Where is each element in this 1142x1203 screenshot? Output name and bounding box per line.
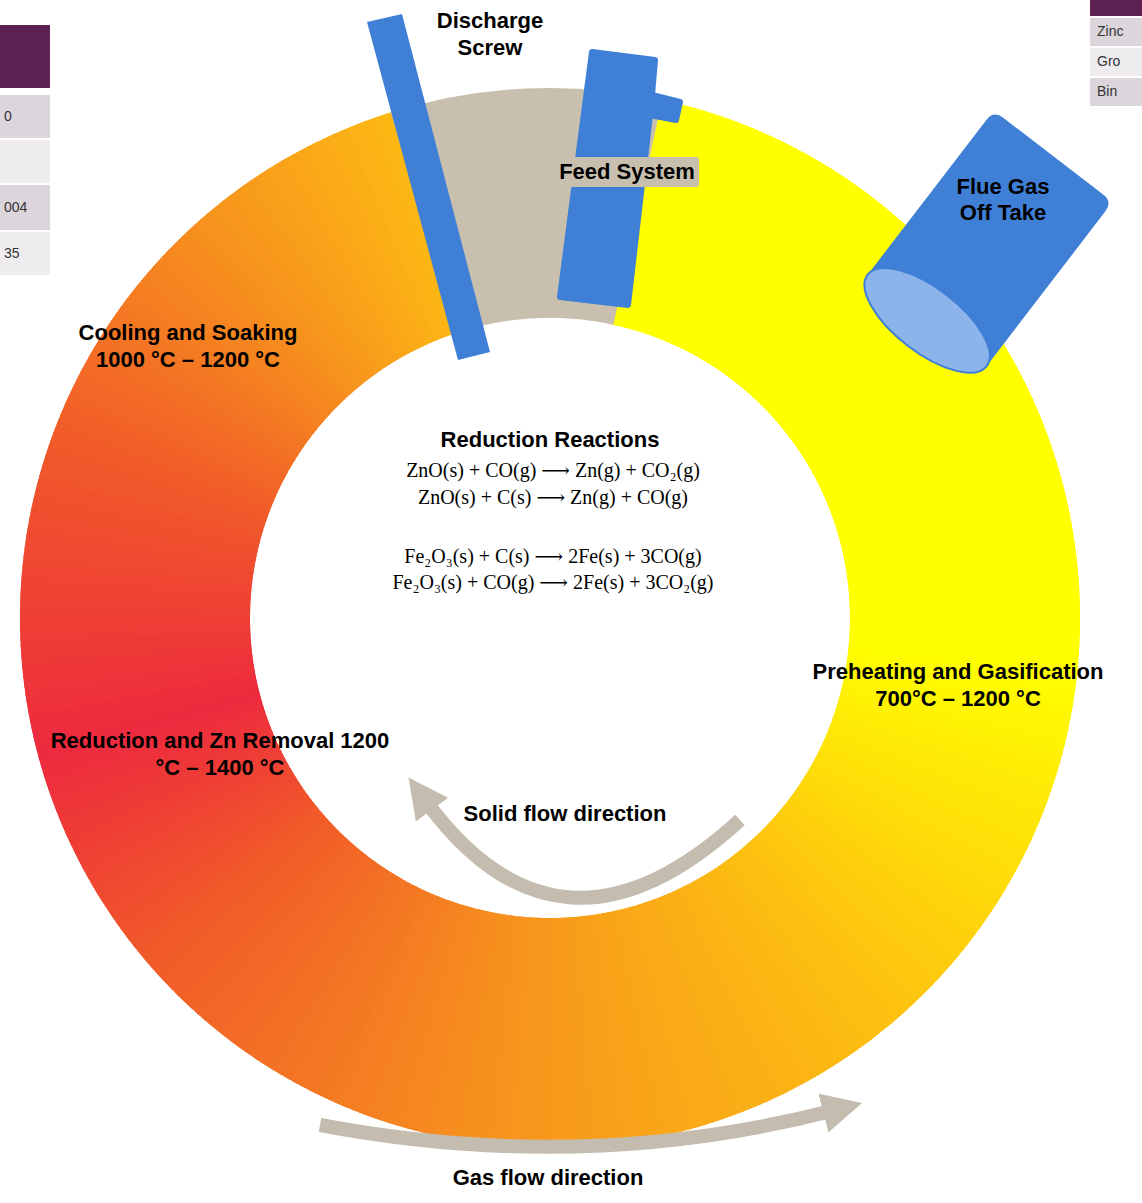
table-cell-text: Zinc — [1097, 23, 1139, 41]
zone-label: Reduction and Zn Removal 1200 °C – 1400 … — [40, 727, 400, 782]
flow-label: Solid flow direction — [440, 800, 690, 828]
reaction-equation: ZnO(s) + C(s) ⟶ Zn(g) + CO(g) — [343, 485, 763, 510]
solid-flow-arrow — [425, 800, 740, 898]
reaction-equation: ZnO(s) + CO(g) ⟶ Zn(g) + CO₂(g) — [343, 458, 763, 483]
table-cell-text: Gro — [1097, 53, 1139, 71]
reaction-equation: Fe₂O₃(s) + C(s) ⟶ 2Fe(s) + 3CO(g) — [343, 544, 763, 569]
discharge-screw — [367, 14, 490, 360]
section-heading: Reduction Reactions — [420, 426, 680, 454]
table-cell-text: 004 — [4, 199, 48, 217]
part-label: Flue Gas Off Take — [949, 174, 1057, 227]
table-header — [0, 25, 50, 88]
flue-gas-offtake: Flue Gas Off Take — [860, 95, 1120, 400]
table-cell — [1090, 48, 1142, 76]
zone-label: Cooling and Soaking 1000 °C – 1200 °C — [63, 319, 313, 374]
table-cell — [1090, 78, 1142, 106]
table-fragment — [1090, 0, 1142, 106]
table-header — [1090, 0, 1142, 16]
cylinder-shape — [860, 95, 1120, 400]
table-cell-text: Bin — [1097, 83, 1139, 101]
table-cell — [1090, 18, 1142, 46]
gas-flow-arrow — [320, 1110, 835, 1147]
table-cell — [0, 185, 50, 230]
table-cell-text: 35 — [4, 245, 48, 263]
zone-label: Preheating and Gasification 700°C – 1200… — [782, 658, 1134, 713]
cylinder-opening — [860, 249, 1006, 391]
table-cell — [0, 232, 50, 275]
part-label: Feed System — [555, 157, 699, 187]
table-cell-text: 0 — [4, 108, 48, 126]
table-fragment — [0, 25, 50, 275]
table-cell — [0, 95, 50, 138]
part-label: Discharge Screw — [425, 7, 555, 62]
table-cell — [0, 140, 50, 183]
flow-label: Gas flow direction — [423, 1164, 673, 1192]
reaction-equation: Fe₂O₃(s) + CO(g) ⟶ 2Fe(s) + 3CO₂(g) — [343, 570, 763, 595]
